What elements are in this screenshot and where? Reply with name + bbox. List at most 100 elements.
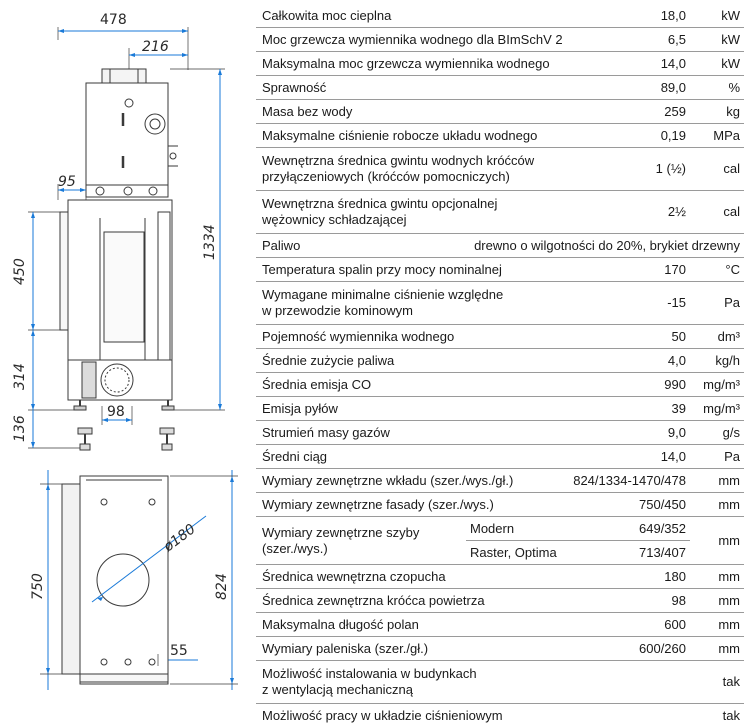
spec-value: 713/407 [567,541,690,565]
spec-unit: kg/h [690,349,744,373]
spec-unit: mm [690,565,744,589]
spec-unit: mm [690,469,744,493]
spec-value: 14,0 [567,445,690,469]
spec-unit: mm [690,637,744,661]
spec-unit: MPa [690,124,744,148]
spec-label: Temperatura spalin przy mocy nominalnej [256,258,567,282]
technical-drawing: 478 216 95 1334 450 314 136 98 ø180 750 … [0,0,250,722]
spec-row: Wymiary zewnętrzne fasady (szer./wys.) 7… [256,493,744,517]
spec-row: Całkowita moc cieplna 18,0 kW [256,4,744,28]
spec-value: 990 [567,373,690,397]
spec-value: 2½ [567,191,690,234]
spec-label: Maksymalne ciśnienie robocze układu wodn… [256,124,567,148]
spec-row: Średnie zużycie paliwa 4,0 kg/h [256,349,744,373]
spec-unit: % [690,76,744,100]
spec-unit: kW [690,28,744,52]
spec-unit: mm [690,493,744,517]
spec-row: Strumień masy gazów 9,0 g/s [256,421,744,445]
spec-row: Temperatura spalin przy mocy nominalnej … [256,258,744,282]
spec-value: 649/352 [567,517,690,541]
spec-row: Maksymalne ciśnienie robocze układu wodn… [256,124,744,148]
spec-value: 180 [567,565,690,589]
spec-label-line: Wewnętrzna średnica gwintu opcjonalnej [262,196,497,211]
spec-label: Maksymalna moc grzewcza wymiennika wodne… [256,52,567,76]
spec-label-line: przyłączeniowych (króćców pomocniczych) [262,169,510,184]
spec-label: Maksymalna długość polan [256,613,567,637]
spec-unit: mm [690,517,744,565]
spec-label: Wymiary zewnętrzne szyby(szer./wys.) [256,517,466,565]
spec-row: Średnica zewnętrzna króćca powietrza 98 … [256,589,744,613]
spec-row: Masa bez wody 259 kg [256,100,744,124]
spec-label: Moc grzewcza wymiennika wodnego dla BImS… [256,28,567,52]
spec-label-line: z wentylacją mechaniczną [262,682,413,697]
spec-sublabel: Raster, Optima [466,541,567,565]
spec-label: Wymiary zewnętrzne wkładu (szer./wys./gł… [256,469,567,493]
spec-row: Wewnętrzna średnica gwintu wodnych króćc… [256,148,744,191]
dim-95-text: 95 [58,174,76,190]
spec-unit: kW [690,4,744,28]
spec-value: 9,0 [567,421,690,445]
dim-450-text: 450 [12,258,28,285]
dim-1334-text: 1334 [202,224,218,260]
spec-label-line: wężownicy schładzającej [262,212,407,227]
spec-label-line: (szer./wys.) [262,541,328,556]
spec-value: 18,0 [567,4,690,28]
spec-value: 0,19 [567,124,690,148]
dim-478-text: 478 [100,12,127,28]
spec-value: 1 (½) [567,148,690,191]
spec-label-line: w przewodzie kominowym [262,303,413,318]
spec-value: tak [567,704,744,727]
spec-label-line: Wewnętrzna średnica gwintu wodnych króćc… [262,153,534,168]
spec-unit: mm [690,613,744,637]
spec-label: Średnie zużycie paliwa [256,349,567,373]
spec-row: Paliwo drewno o wilgotności do 20%, bryk… [256,234,744,258]
spec-row: Średni ciąg 14,0 Pa [256,445,744,469]
spec-label: Wewnętrzna średnica gwintu wodnych króćc… [256,148,567,191]
spec-row: Wymiary zewnętrzne szyby(szer./wys.) Mod… [256,517,744,541]
spec-value: -15 [567,282,690,325]
dim-55-text: 55 [170,643,188,659]
spec-unit: °C [690,258,744,282]
spec-unit: kW [690,52,744,76]
spec-label: Strumień masy gazów [256,421,567,445]
specification-table: Całkowita moc cieplna 18,0 kW Moc grzewc… [256,4,744,727]
spec-value: 14,0 [567,52,690,76]
spec-value: 50 [567,325,690,349]
spec-label: Całkowita moc cieplna [256,4,567,28]
spec-row: Średnia emisja CO 990 mg/m³ [256,373,744,397]
spec-row: Emisja pyłów 39 mg/m³ [256,397,744,421]
spec-unit: dm³ [690,325,744,349]
spec-value: 600/260 [567,637,690,661]
spec-label: Sprawność [256,76,567,100]
spec-unit: cal [690,191,744,234]
spec-value: tak [567,661,744,704]
spec-unit: mg/m³ [690,397,744,421]
spec-value: 600 [567,613,690,637]
spec-label: Średnica zewnętrzna króćca powietrza [256,589,567,613]
spec-unit: Pa [690,282,744,325]
spec-value: 824/1334-1470/478 [567,469,690,493]
spec-value: drewno o wilgotności do 20%, brykiet drz… [466,234,744,258]
spec-label-line: Wymiary zewnętrzne szyby [262,525,419,540]
spec-unit: g/s [690,421,744,445]
dim-750-text: 750 [30,573,46,600]
spec-unit: cal [690,148,744,191]
spec-unit: kg [690,100,744,124]
dim-216-text: 216 [142,39,169,55]
spec-label: Paliwo [256,234,466,258]
spec-row: Moc grzewcza wymiennika wodnego dla BImS… [256,28,744,52]
spec-value: 89,0 [567,76,690,100]
spec-label: Wymiary paleniska (szer./gł.) [256,637,567,661]
spec-unit: mm [690,589,744,613]
spec-value: 170 [567,258,690,282]
spec-row: Maksymalna długość polan 600 mm [256,613,744,637]
spec-row: Pojemność wymiennika wodnego 50 dm³ [256,325,744,349]
spec-label: Możliwość pracy w układzie ciśnieniowym [256,704,567,727]
spec-row: Wymiary zewnętrzne wkładu (szer./wys./gł… [256,469,744,493]
spec-label: Średnia emisja CO [256,373,567,397]
spec-label-line: Wymagane minimalne ciśnienie względne [262,287,503,302]
